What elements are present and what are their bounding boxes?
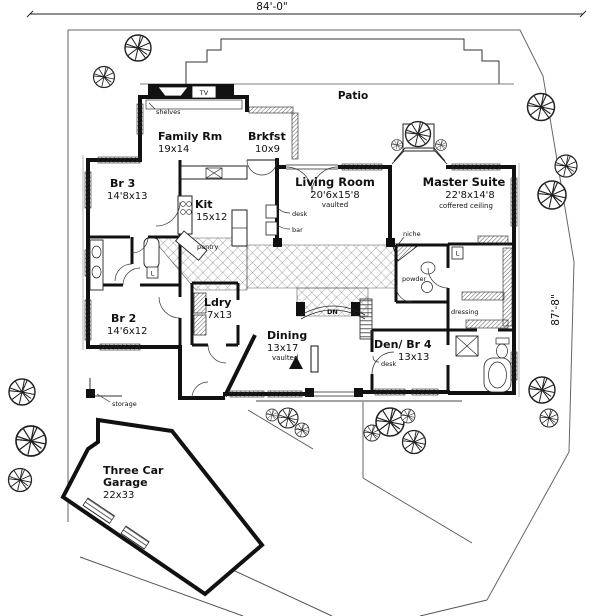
closet-hatching (461, 235, 513, 329)
brkfst-name: Brkfst (248, 130, 286, 143)
master-feature: coffered ceiling (439, 202, 493, 210)
callout-leaders (96, 208, 405, 403)
stairs (359, 298, 373, 340)
dimension-right-label: 87'-8" (550, 294, 562, 326)
tv-nook (191, 85, 217, 99)
room-labels: Family Rm 19x14 Brkfst 10x9 Br 3 14'8x13… (107, 130, 506, 363)
kit-size: 15x12 (196, 212, 227, 223)
powder-label: powder (402, 275, 427, 283)
living-desk (265, 204, 278, 219)
bath-fixtures (89, 237, 160, 291)
front-walkway (247, 402, 473, 544)
linen-closet-master (451, 246, 464, 260)
garage-outline (60, 417, 265, 597)
garage-name-line1: Three Car (103, 464, 164, 477)
storage-nook: storage (86, 378, 137, 408)
roof-eave-lines (82, 155, 520, 397)
down-label: DN (327, 308, 338, 316)
pantry-closet (175, 230, 208, 261)
garage-door-2 (120, 525, 150, 550)
storage-label: storage (112, 400, 137, 408)
entry-column (310, 345, 319, 373)
ldry-name: Ldry (204, 296, 231, 309)
linen-bath-label: L (151, 270, 155, 278)
living-size: 20'6x15'8 (310, 190, 360, 201)
patio-door (286, 163, 338, 171)
garage: Three Car Garage 22x33 (60, 417, 265, 597)
tv-label: TV (199, 89, 209, 97)
den-name: Den/ Br 4 (374, 338, 432, 351)
br3-size: 14'8x13 (107, 191, 147, 202)
master-name: Master Suite (423, 175, 506, 189)
patio-label: Patio (338, 90, 368, 102)
linen-closet-bath (146, 266, 159, 279)
dimension-top-label: 84'-0" (256, 1, 288, 13)
bar-label: bar (292, 226, 303, 234)
windows (84, 103, 518, 398)
door-swings (114, 159, 449, 399)
dining-feature: vaulted (272, 354, 298, 362)
br3-name: Br 3 (110, 177, 135, 190)
dressing-label: dressing (451, 308, 478, 316)
family-name: Family Rm (158, 130, 222, 143)
desk-living-label: desk (292, 210, 308, 218)
brkfst-size: 10x9 (255, 144, 280, 155)
kitchen-fixtures (175, 165, 248, 261)
garage-door-1 (82, 497, 116, 524)
pantry-label: pantry (197, 243, 218, 251)
laundry-fixtures (193, 292, 207, 336)
garage-name-line2: Garage (103, 476, 148, 489)
master-size: 22'8x14'8 (445, 190, 495, 201)
dimension-right: 87'-8" (550, 294, 562, 326)
niche-label: niche (403, 230, 421, 238)
entry-arch (296, 302, 366, 320)
desk-den-label: desk (381, 360, 397, 368)
dining-name: Dining (267, 329, 307, 342)
master-bath-fixtures (455, 335, 512, 393)
garage-size: 22x33 (103, 490, 134, 501)
br2-size: 14'6x12 (107, 326, 147, 337)
den-size: 13x13 (398, 352, 429, 363)
built-ins (265, 204, 395, 247)
living-bar (265, 221, 278, 236)
fireplace: TV shelves (145, 84, 243, 116)
living-name: Living Room (295, 175, 375, 189)
linen-master-label: L (456, 250, 460, 258)
family-size: 19x14 (158, 144, 189, 155)
br2-name: Br 2 (111, 312, 136, 325)
dimension-top: 84'-0" (26, 1, 587, 18)
front-porch (256, 388, 462, 402)
front-door-marker (289, 356, 303, 369)
bay-window (391, 120, 448, 165)
dining-size: 13x17 (267, 343, 298, 354)
ldry-size: 7x13 (207, 310, 232, 321)
interior-walls (88, 159, 514, 392)
shelves-label: shelves (156, 108, 181, 116)
living-feature: vaulted (322, 201, 348, 209)
kit-name: Kit (195, 198, 213, 211)
shelves (145, 99, 243, 110)
